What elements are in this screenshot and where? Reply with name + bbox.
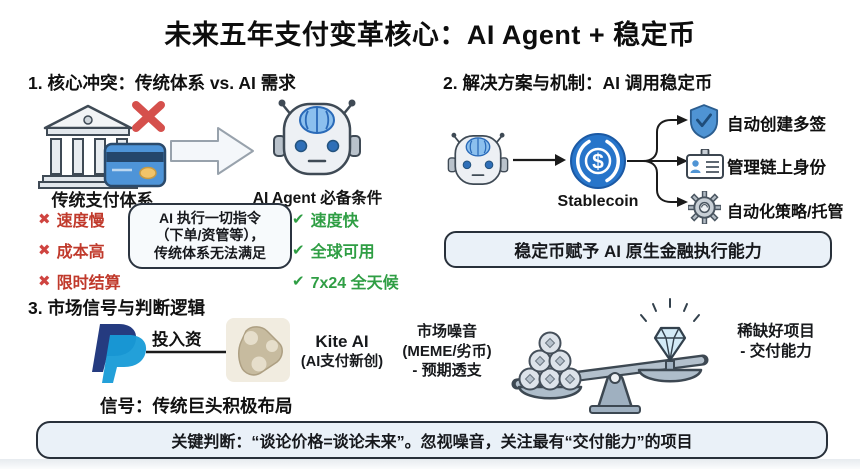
pros-item: ✔ 7x24 全天候 — [292, 269, 399, 293]
noise-line2: (MEME/劣币) — [402, 342, 492, 360]
check-mark-icon: ✔ — [292, 241, 305, 259]
gear-icon — [688, 191, 721, 224]
sparkles-icon — [640, 298, 700, 322]
traditional-system-label: 传统支付体系 — [51, 191, 154, 210]
bank-card-blocked-icon — [38, 101, 167, 189]
key-judgment-banner: 关键判断：“谈论价格=谈论未来”。忽视噪音，关注最有“交付能力”的项目 — [36, 421, 828, 459]
id-card-icon — [686, 149, 724, 179]
pros-label: 全球可用 — [310, 244, 375, 261]
page-title: 未来五年支付变革核心：AI Agent + 稳定币 — [164, 20, 696, 50]
section3-heading: 3. 市场信号与判断逻辑 — [28, 298, 205, 318]
kite-ai-desc: (AI支付新创) — [300, 354, 384, 371]
conflict-note-box: AI 执行一切指令 （下单/资管等）， 传统体系无法满足 — [128, 203, 292, 270]
cons-item: ✖ 速度慢 — [38, 207, 121, 231]
diamond-icon — [640, 298, 700, 362]
credit-card-icon — [103, 142, 167, 188]
pros-label: 7x24 全天候 — [310, 275, 399, 292]
ai-robot-icon — [447, 130, 509, 190]
coins-pile-icon — [518, 331, 582, 391]
pros-item: ✔ 全球可用 — [292, 238, 399, 262]
kite-ai-text: Kite AI (AI支付新创) — [290, 331, 394, 372]
x-mark-icon: ✖ — [38, 241, 51, 259]
branch-label-identity: 管理链上身份 — [727, 159, 826, 177]
cons-label: 成本高 — [56, 244, 105, 261]
branch-label-automation: 自动化策略/托管 — [727, 204, 844, 221]
shield-check-icon — [689, 104, 719, 139]
pros-item: ✔ 速度快 — [292, 207, 399, 231]
rare-line2: - 交付能力 — [740, 343, 812, 361]
paypal-logo-icon — [92, 324, 147, 383]
dollar-symbol: $ — [592, 151, 604, 174]
check-mark-icon: ✔ — [292, 272, 305, 290]
cons-item: ✖ 成本高 — [38, 238, 121, 262]
rare-project-text: 稀缺好项目 - 交付能力 — [722, 322, 830, 362]
x-mark-icon: ✖ — [38, 210, 51, 228]
rare-line1: 稀缺好项目 — [737, 323, 815, 340]
pros-label: 速度快 — [310, 213, 359, 230]
bottom-edge-strip — [0, 459, 860, 469]
section1-heading: 1. 核心冲突：传统体系 vs. AI 需求 — [28, 73, 296, 93]
section2-heading: 2. 解决方案与机制：AI 调用稳定币 — [443, 73, 713, 93]
noise-line1: 市场噪音 — [416, 323, 477, 340]
signal-label: 信号：传统巨头积极布局 — [100, 396, 293, 416]
market-noise-text: 市场噪音 (MEME/劣币) - 预期透支 — [394, 322, 500, 381]
conflict-note-line3: 传统体系无法满足 — [154, 244, 266, 261]
red-x-icon — [132, 101, 165, 132]
check-mark-icon: ✔ — [292, 210, 305, 228]
x-mark-icon: ✖ — [38, 272, 51, 290]
balance-scale-icon — [511, 298, 709, 414]
kite-ai-logo-icon — [226, 318, 290, 382]
big-right-arrow-icon — [170, 127, 254, 175]
conflict-note-line1: AI 执行一切指令 — [159, 210, 261, 226]
conflict-note-line2: （下单/资管等）， — [155, 227, 265, 244]
pros-list: ✔ 速度快 ✔ 全球可用 ✔ 7x24 全天候 — [292, 207, 399, 293]
cons-label: 限时结算 — [56, 275, 121, 292]
stablecoin-icon: $ — [570, 133, 626, 189]
branch-connector — [627, 115, 688, 207]
cons-label: 速度慢 — [56, 213, 105, 230]
kite-ai-name: Kite AI — [315, 332, 369, 351]
arrow-right-icon — [513, 154, 566, 166]
noise-line3: - 预期透支 — [412, 362, 482, 379]
ai-agent-label: AI Agent 必备条件 — [252, 190, 383, 207]
invest-arrow-label: 投入资 — [152, 331, 202, 349]
branch-label-multisig: 自动创建多签 — [727, 116, 826, 134]
ai-robot-icon — [272, 96, 362, 182]
section2-banner: 稳定币赋予 AI 原生金融执行能力 — [444, 231, 832, 268]
stablecoin-label: Stablecoin — [557, 193, 639, 210]
cons-list: ✖ 速度慢 ✖ 成本高 ✖ 限时结算 — [38, 207, 121, 293]
cons-item: ✖ 限时结算 — [38, 269, 121, 293]
